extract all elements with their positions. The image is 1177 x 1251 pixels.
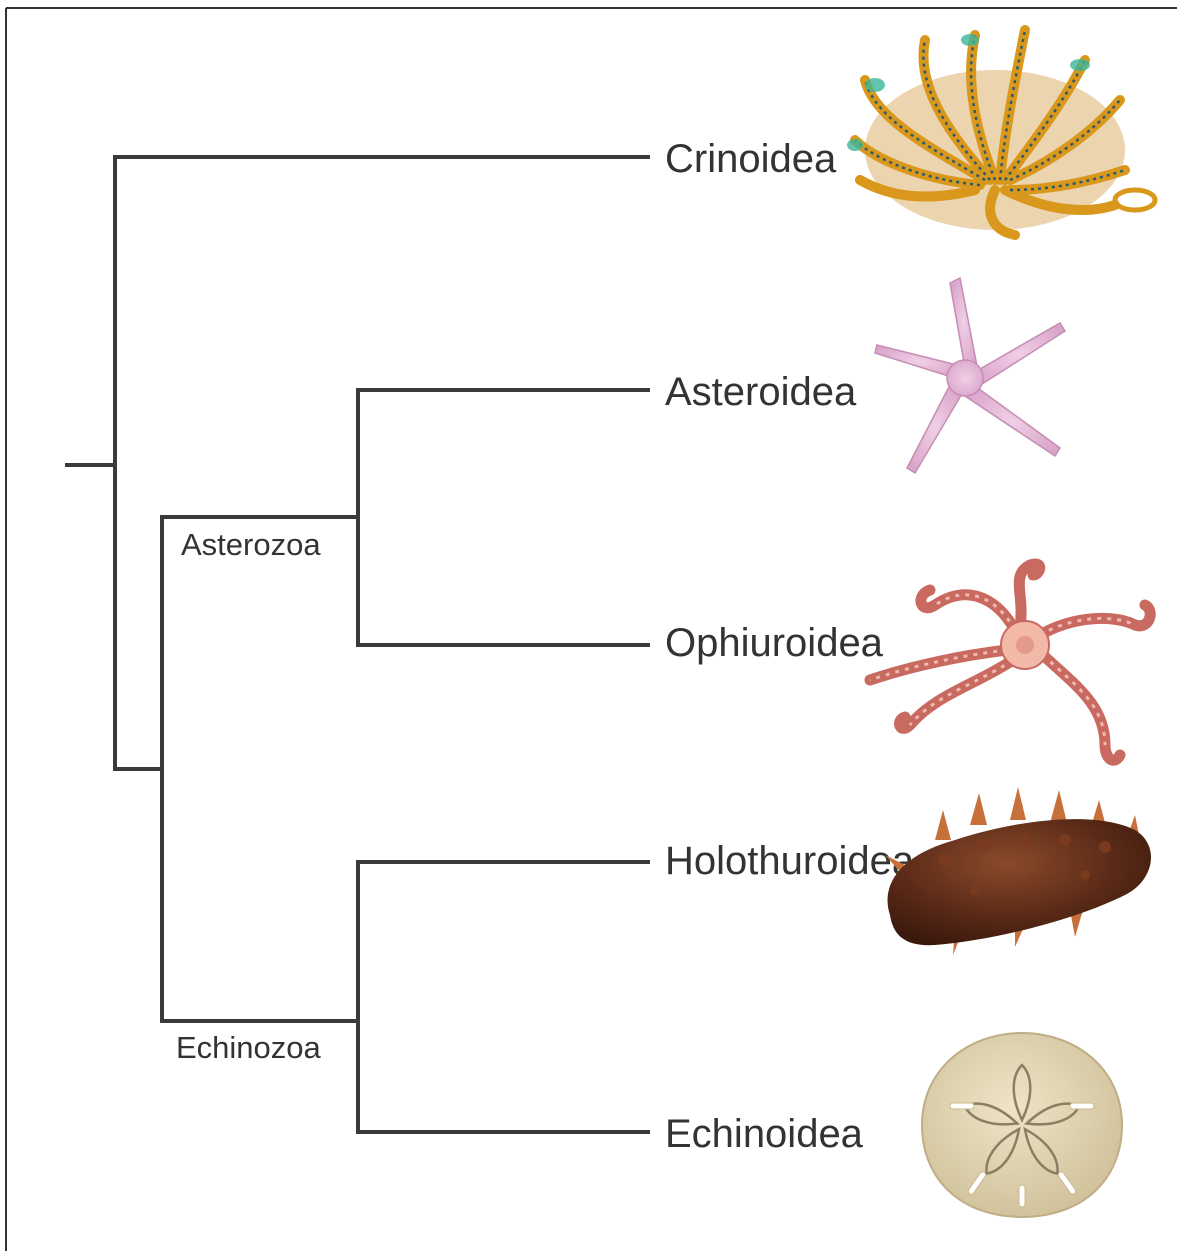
- sea-cucumber-icon: [885, 787, 1151, 955]
- taxon-label-asteroidea: Asteroidea: [665, 370, 857, 414]
- clade-label-echinozoa: Echinozoa: [176, 1030, 322, 1065]
- starfish-icon: [875, 278, 1065, 473]
- tree-branches: [67, 157, 648, 1132]
- clade-label-asterozoa: Asterozoa: [181, 527, 321, 562]
- taxon-label-crinoidea: Crinoidea: [665, 137, 837, 181]
- feather-star-icon: [847, 30, 1155, 235]
- sand-dollar-icon: [922, 1033, 1122, 1217]
- brittle-star-icon: [870, 564, 1150, 760]
- taxon-label-holothuroidea: Holothuroidea: [665, 839, 915, 883]
- taxon-label-ophiuroidea: Ophiuroidea: [665, 621, 884, 665]
- taxon-label-echinoidea: Echinoidea: [665, 1112, 864, 1156]
